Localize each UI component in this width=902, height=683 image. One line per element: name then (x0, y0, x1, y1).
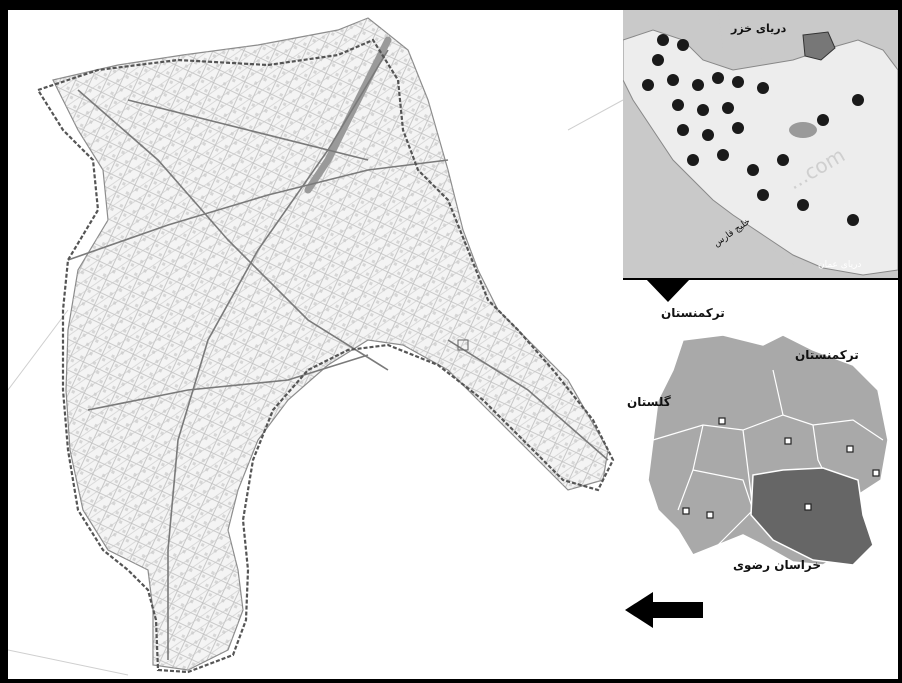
khorasan-razavi-label: خراسان رضوی (733, 558, 821, 572)
river (304, 36, 392, 194)
province-map (647, 334, 889, 566)
landmark-marker (457, 339, 469, 351)
highlighted-province (802, 31, 836, 61)
province-markers (642, 34, 864, 226)
city-boundary (36, 38, 615, 674)
arrow-down-icon (646, 280, 690, 302)
caspian-sea (718, 10, 793, 60)
city-map-panel (8, 10, 623, 679)
iran-map: ...com (623, 10, 898, 278)
main-roads (67, 49, 609, 660)
caspian-sea-label: دریای خزر (731, 22, 787, 35)
city-map (8, 17, 623, 676)
oman-sea-label: دریای عمان (818, 260, 862, 270)
iran-map-panel: ...com دریای خزر خلیج فارس دریای عمان (623, 10, 898, 278)
lake-icon (789, 122, 817, 138)
county-borders (652, 369, 884, 546)
turkmenistan-label-mid: ترکمنستان (661, 306, 725, 320)
highlighted-county (750, 467, 874, 566)
province-map-panel: ترکمنستان (623, 280, 898, 679)
iran-country-shape (623, 29, 898, 276)
turkmenistan-label-top: ترکمنستان (795, 348, 859, 362)
county-seat-markers (682, 417, 880, 519)
persian-gulf (673, 200, 813, 278)
arrow-left-icon (625, 592, 703, 628)
golestan-label: گلستان (627, 395, 671, 409)
